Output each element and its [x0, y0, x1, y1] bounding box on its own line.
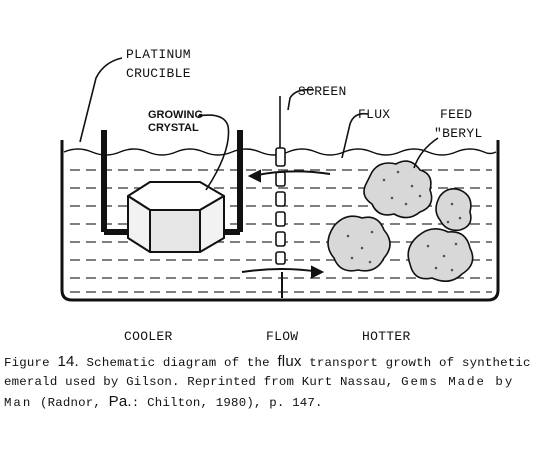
caption-book-title: Gems Made by Man [4, 375, 515, 410]
label-platinum: PLATINUM [126, 47, 191, 62]
label-beryl: "BERYL [434, 126, 483, 141]
label-cooler: COOLER [124, 329, 173, 344]
label-flow: FLOW [266, 329, 298, 344]
caption-flux-word: flux [277, 353, 302, 370]
label-growing: GROWING [148, 109, 203, 121]
feed-beryl [327, 160, 474, 282]
screen [275, 96, 286, 265]
vessel-outline [60, 140, 500, 302]
caption-state: Pa. [108, 393, 132, 410]
label-feed: FEED [440, 107, 472, 122]
label-screen: SCREEN [298, 84, 347, 99]
caption-part3: (Radnor, [32, 396, 109, 410]
growing-crystal [127, 181, 225, 253]
caption-fig-number: 14. [57, 353, 79, 370]
figure-caption: Figure 14. Schematic diagram of the flux… [4, 352, 544, 413]
flow-arrows [241, 169, 331, 298]
flux-surface [63, 148, 497, 156]
caption-fig-prefix: Figure [4, 356, 58, 370]
caption-part2: transport growth of synthetic emerald us… [4, 356, 531, 389]
label-crucible: CRUCIBLE [126, 66, 191, 81]
label-crystal: CRYSTAL [148, 122, 199, 134]
label-hotter: HOTTER [362, 329, 411, 344]
label-flux: FLUX [358, 107, 390, 122]
caption-part1: Schematic diagram of the [78, 356, 278, 370]
caption-part4: : Chilton, 1980), p. 147. [131, 396, 323, 410]
leader-lines [79, 57, 439, 191]
feed-beryl-texture [346, 170, 462, 272]
